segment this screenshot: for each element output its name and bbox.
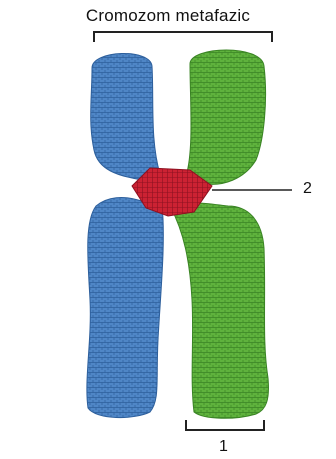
bottom-bracket [186, 420, 264, 430]
chromatid-right-lower-arm [170, 203, 269, 418]
label-1: 1 [219, 438, 228, 456]
chromatid-left-lower-arm [87, 198, 163, 418]
chromatid-left-upper-arm [91, 53, 160, 180]
top-bracket [94, 32, 272, 42]
label-2: 2 [303, 180, 312, 198]
chromatid-right-upper-arm [186, 50, 266, 184]
